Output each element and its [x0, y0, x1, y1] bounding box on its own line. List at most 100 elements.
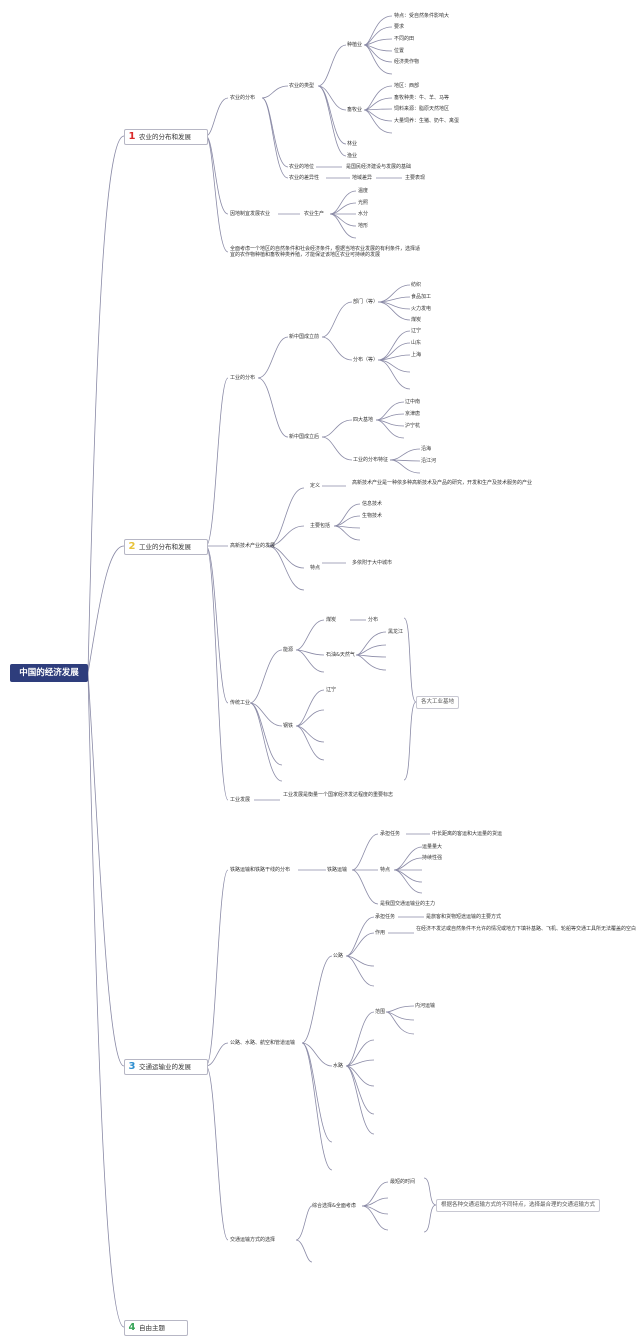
node-rail-task[interactable]: 承担任务 — [380, 831, 401, 837]
node-agri-types[interactable]: 农业的类型 — [289, 83, 315, 89]
node-ht-include[interactable]: 主要包括 — [310, 523, 331, 529]
node-ind-develop-desc[interactable]: 工业发展是衡量一个国家经济发达程度的重要标志 — [283, 792, 394, 798]
node-sector-item[interactable]: 火力发电 — [411, 306, 432, 312]
node-road-role[interactable]: 作用 — [375, 930, 386, 936]
node-farming-item[interactable]: 位置 — [394, 48, 405, 54]
node-livestock-item[interactable]: 畜牧种类：牛、羊、马等 — [394, 95, 450, 101]
topic-number: 2 — [128, 541, 136, 552]
node-road[interactable]: 公路 — [333, 953, 344, 959]
node-ind-traditional[interactable]: 传统工业 — [230, 700, 251, 706]
node-base-item[interactable]: 京津唐 — [405, 411, 421, 417]
node-sector-item[interactable]: 纺织 — [411, 282, 422, 288]
topic-number: 3 — [128, 1061, 136, 1072]
node-ind-sector[interactable]: 部门（等） — [353, 299, 379, 305]
node-agri-diff-region[interactable]: 地域差异 — [352, 175, 373, 181]
callout-transport-choice[interactable]: 根据各种交通运输方式的不同特点，选择最合理的交通运输方式 — [436, 1199, 601, 1212]
node-others[interactable]: 公路、水路、航空和管道运输 — [230, 1040, 296, 1046]
node-sector-item[interactable]: 煤炭 — [411, 317, 422, 323]
node-factor[interactable]: 温度 — [358, 188, 369, 194]
node-farming[interactable]: 种植业 — [347, 42, 363, 48]
node-farming-item[interactable]: 经济类作物 — [394, 59, 420, 65]
node-ind-feature[interactable]: 工业的分布特征 — [353, 457, 389, 463]
node-fishery[interactable]: 渔业 — [347, 153, 358, 159]
topic-number: 1 — [128, 131, 136, 142]
node-ht-trait[interactable]: 特点 — [310, 565, 321, 571]
node-rail-main-force[interactable]: 是我国交通运输业的主力 — [380, 901, 436, 907]
node-water-inland[interactable]: 内河运输 — [415, 1003, 436, 1009]
node-rail[interactable]: 铁路运输和铁路干线的分布 — [230, 867, 291, 873]
topic-label: 自由主题 — [139, 1324, 165, 1332]
node-factor[interactable]: 地形 — [358, 223, 369, 229]
node-include-item[interactable]: 生物技术 — [362, 513, 383, 519]
node-steel[interactable]: 钢铁 — [283, 723, 294, 729]
node-rail-feature-item[interactable]: 持续性强 — [422, 855, 443, 861]
node-dist-item[interactable]: 辽宁 — [411, 328, 422, 334]
node-ind-bases[interactable]: 四大基地 — [353, 417, 374, 423]
node-water-scope[interactable]: 范围 — [375, 1009, 386, 1015]
node-agri-diff-main[interactable]: 主要表现 — [405, 175, 426, 181]
topic-number: 4 — [128, 1322, 136, 1333]
node-rail-feature-item[interactable]: 运量量大 — [422, 844, 443, 850]
topic-label: 交通运输业的发展 — [139, 1063, 191, 1071]
node-livestock[interactable]: 畜牧业 — [347, 107, 363, 113]
topic-label: 农业的分布和发展 — [139, 133, 191, 141]
node-choice-mode[interactable]: 综合选择&全面考虑 — [312, 1203, 356, 1209]
node-ind-after[interactable]: 新中国成立后 — [289, 434, 320, 440]
node-ind-before[interactable]: 新中国成立前 — [289, 334, 320, 340]
node-ind-distribution[interactable]: 工业的分布 — [230, 375, 256, 381]
node-sector-item[interactable]: 食品加工 — [411, 294, 432, 300]
node-agri-diff[interactable]: 农业的差异性 — [289, 175, 320, 181]
node-farming-item[interactable]: 要求 — [394, 24, 405, 30]
node-road-task-desc[interactable]: 是旅客和货物短途运输的主要方式 — [426, 914, 502, 920]
node-factor[interactable]: 水分 — [358, 211, 369, 217]
node-agri-status-desc[interactable]: 是国民经济建设与发展的基础 — [346, 164, 412, 170]
node-base-item[interactable]: 沪宁杭 — [405, 423, 421, 429]
node-farming-item[interactable]: 特点：受自然条件影响大 — [394, 13, 450, 19]
node-coal-dist[interactable]: 分布 — [368, 617, 379, 623]
node-rail-feature[interactable]: 特点 — [380, 867, 391, 873]
node-steel-place[interactable]: 辽宁 — [326, 687, 337, 693]
node-oil-place[interactable]: 黑龙江 — [388, 629, 404, 635]
node-oil-gas[interactable]: 石油&天然气 — [326, 652, 355, 658]
callout-industrial-bases[interactable]: 各大工业基地 — [416, 696, 460, 709]
node-dist-item[interactable]: 上海 — [411, 352, 422, 358]
node-livestock-item[interactable]: 饲料来源：脂原天然地区 — [394, 106, 450, 112]
node-ht-trait-desc[interactable]: 多依附于大中城市 — [352, 560, 393, 566]
node-road-role-desc[interactable]: 在经济不发达或自然条件不允许的情况或地方下填补基路、飞机、轮船等交通工具所无法覆… — [416, 926, 637, 932]
node-farming-item[interactable]: 不同的田 — [394, 36, 415, 42]
node-ind-hightech[interactable]: 高新技术产业的发展 — [230, 543, 276, 549]
node-feature-item[interactable]: 沿江河 — [421, 458, 437, 464]
node-factor[interactable]: 光照 — [358, 200, 369, 206]
node-ind-develop[interactable]: 工业发展 — [230, 797, 251, 803]
node-water[interactable]: 水路 — [333, 1063, 344, 1069]
node-energy[interactable]: 能源 — [283, 647, 294, 653]
node-base-item[interactable]: 辽中南 — [405, 399, 421, 405]
node-road-task[interactable]: 承担任务 — [375, 914, 396, 920]
node-ind-dist[interactable]: 分布（等） — [353, 357, 379, 363]
node-include-item[interactable]: 信息技术 — [362, 501, 383, 507]
node-agri-status[interactable]: 农业的地位 — [289, 164, 315, 170]
node-agri-local[interactable]: 因地制宜发展农业 — [230, 211, 271, 217]
node-shortest[interactable]: 最短的时间 — [390, 1179, 416, 1185]
node-rail-transport[interactable]: 铁路运输 — [327, 867, 348, 873]
node-livestock-item[interactable]: 大量饲养：生猪、奶牛、禽蛋 — [394, 118, 460, 124]
node-rail-task-desc[interactable]: 中长距离的客运和大运量的货运 — [432, 831, 503, 837]
topic-label: 工业的分布和发展 — [139, 543, 191, 551]
node-forestry[interactable]: 林业 — [347, 141, 358, 147]
node-choice[interactable]: 交通运输方式的选择 — [230, 1237, 276, 1243]
node-coal[interactable]: 煤炭 — [326, 617, 337, 623]
node-ht-def[interactable]: 定义 — [310, 483, 321, 489]
node-agri-distribution[interactable]: 农业的分布 — [230, 95, 256, 101]
node-agri-summary[interactable]: 全面考虑一个地区的自然条件和社会经济条件，根据当地农业发展的有利条件，选择适宜的… — [230, 246, 421, 258]
node-feature-item[interactable]: 沿海 — [421, 446, 432, 452]
node-livestock-item[interactable]: 地区：西部 — [394, 83, 420, 89]
node-ht-def-desc[interactable]: 高新技术产业是一种依多种高新技术及产品的研究，开发和生产及技术服务的产业 — [352, 480, 533, 486]
node-dist-item[interactable]: 山东 — [411, 340, 422, 346]
root-topic[interactable]: 中国的经济发展 — [10, 664, 88, 682]
node-agri-production[interactable]: 农业生产 — [304, 211, 325, 217]
